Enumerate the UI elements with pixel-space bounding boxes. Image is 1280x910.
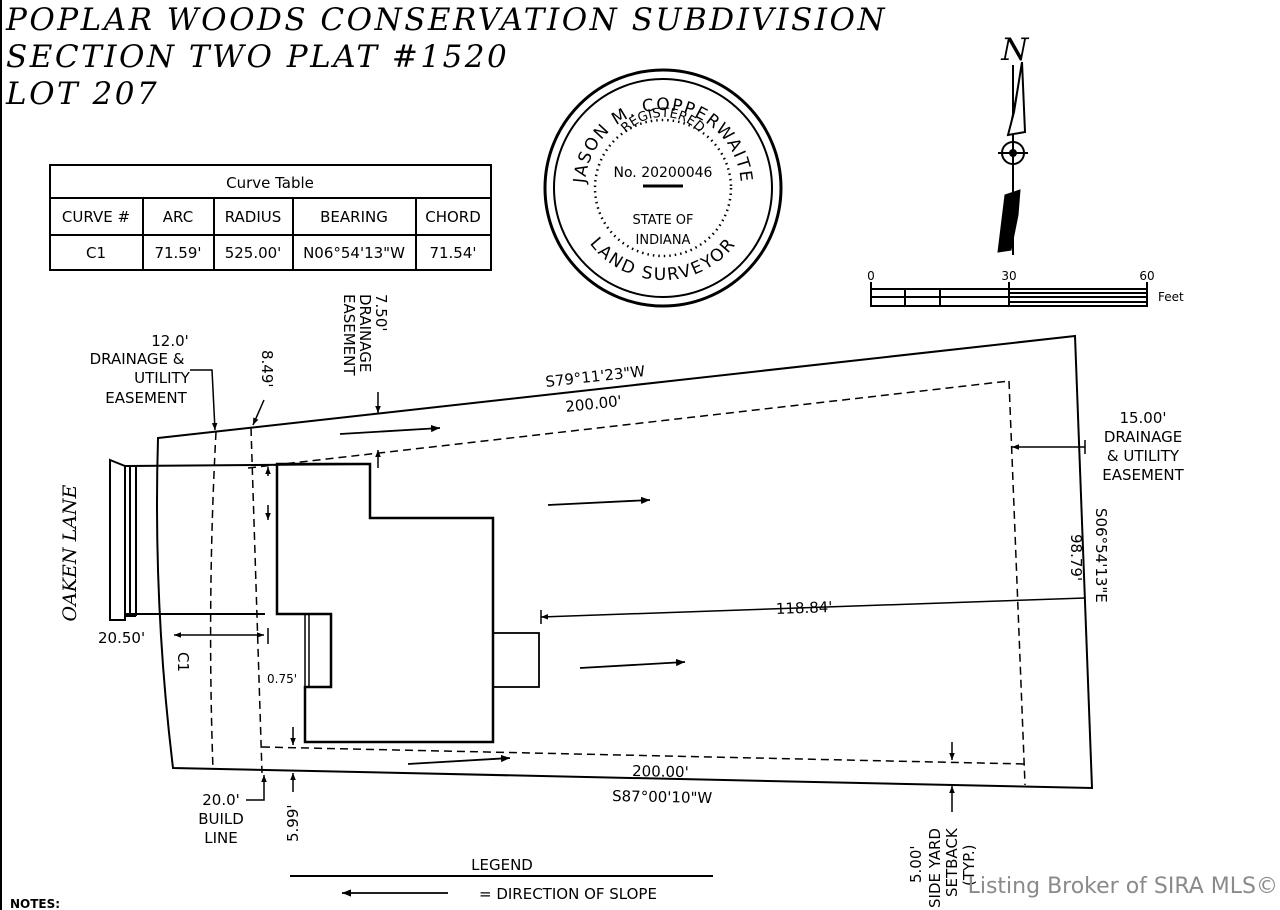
- curve-table-header-radius: RADIUS: [225, 208, 282, 226]
- north-length-label: 200.00': [564, 392, 622, 416]
- build-line-dim: 20.0': [202, 791, 240, 809]
- east-length-label: 98.79': [1067, 534, 1085, 581]
- offset-849-label: 8.49': [258, 350, 276, 388]
- depth-label: 118.84': [776, 598, 833, 618]
- side-yard-line2: SETBACK: [943, 827, 961, 897]
- drain-utility-12-dim: 12.0': [151, 332, 189, 350]
- drain-utility-12-line2: UTILITY: [134, 369, 191, 387]
- house-porch: [492, 632, 540, 688]
- scale-tick-0: 0: [867, 269, 875, 283]
- south-bearing-label: S87°00'10"W: [612, 787, 713, 807]
- street-name: OAKEN LANE: [59, 484, 81, 621]
- lot-boundary: [156, 334, 1094, 790]
- curve-table-header-arc: ARC: [163, 208, 193, 226]
- curve-table-cell-curve: C1: [86, 244, 106, 262]
- north-bearing-label: S79°11'23"W: [544, 362, 646, 391]
- surveyor-seal: [543, 68, 783, 308]
- house-notch: [304, 613, 310, 688]
- curve-table-cell-radius: 525.00': [225, 244, 282, 262]
- offset-599-label: 5.99': [284, 804, 302, 842]
- curve-table-cell-bearing: N06°54'13"W: [303, 244, 405, 262]
- north-arrow-icon: [997, 61, 1028, 255]
- driveway: [109, 458, 371, 621]
- seal-state-of: STATE OF: [632, 213, 693, 228]
- easement-lines: [209, 380, 1026, 786]
- drainage-750-line2: EASEMENT: [340, 294, 358, 376]
- drain-utility-15-line3: EASEMENT: [1102, 466, 1184, 484]
- drain-utility-15-dim: 15.00': [1119, 409, 1166, 427]
- scale-tick-60: 60: [1139, 269, 1154, 283]
- scale-unit: Feet: [1158, 290, 1184, 304]
- front-offset-label: 20.50': [98, 629, 145, 647]
- drain-utility-15-line2: & UTILITY: [1107, 447, 1180, 465]
- side-yard-line3: (TYP.): [960, 844, 978, 886]
- house-footprint: [275, 462, 495, 744]
- drain-utility-12-line1: DRAINAGE &: [90, 350, 185, 368]
- east-bearing-label: S06°54'13"E: [1092, 508, 1110, 603]
- scale-tick-30: 30: [1001, 269, 1016, 283]
- curve-table-cell-arc: 71.59': [154, 244, 201, 262]
- drain-utility-12-line3: EASEMENT: [105, 389, 187, 407]
- curve-label: C1: [174, 652, 192, 672]
- slope-arrows: [339, 424, 686, 765]
- side-yard-line1: SIDE YARD: [926, 828, 944, 908]
- listing-watermark: Listing Broker of SIRA MLS©: [968, 874, 1278, 899]
- build-line-line2: LINE: [204, 829, 237, 847]
- drainage-750-line1: DRAINAGE: [356, 294, 374, 372]
- curve-table-header-bearing: BEARING: [320, 208, 388, 226]
- curve-table-header-chord: CHORD: [425, 208, 481, 226]
- curve-table-caption: Curve Table: [226, 174, 314, 192]
- title-line-1: POPLAR WOODS CONSERVATION SUBDIVISION: [5, 2, 887, 38]
- curve-table: [49, 164, 492, 271]
- north-label: N: [1000, 32, 1031, 68]
- title-line-2: SECTION TWO PLAT #1520: [6, 39, 509, 75]
- title-line-3: LOT 207: [5, 76, 159, 112]
- scale-bar: [870, 282, 1148, 307]
- seal-state: INDIANA: [636, 233, 691, 248]
- curve-table-cell-chord: 71.54': [429, 244, 476, 262]
- drain-utility-15-line1: DRAINAGE: [1104, 428, 1182, 446]
- seal-number: No. 20200046: [614, 165, 713, 181]
- curve-table-header-curve: CURVE #: [62, 208, 130, 226]
- side-yard-dim: 5.00': [907, 845, 925, 883]
- drainage-750-dim: 7.50': [372, 294, 390, 332]
- build-line-line1: BUILD: [198, 810, 244, 828]
- notes-heading: NOTES:: [10, 897, 60, 910]
- offset-075-label: 0.75': [267, 672, 297, 686]
- legend-title: LEGEND: [471, 856, 533, 874]
- dimension-lines: [174, 369, 1086, 812]
- south-length-label: 200.00': [632, 762, 689, 781]
- legend-item: = DIRECTION OF SLOPE: [479, 885, 657, 903]
